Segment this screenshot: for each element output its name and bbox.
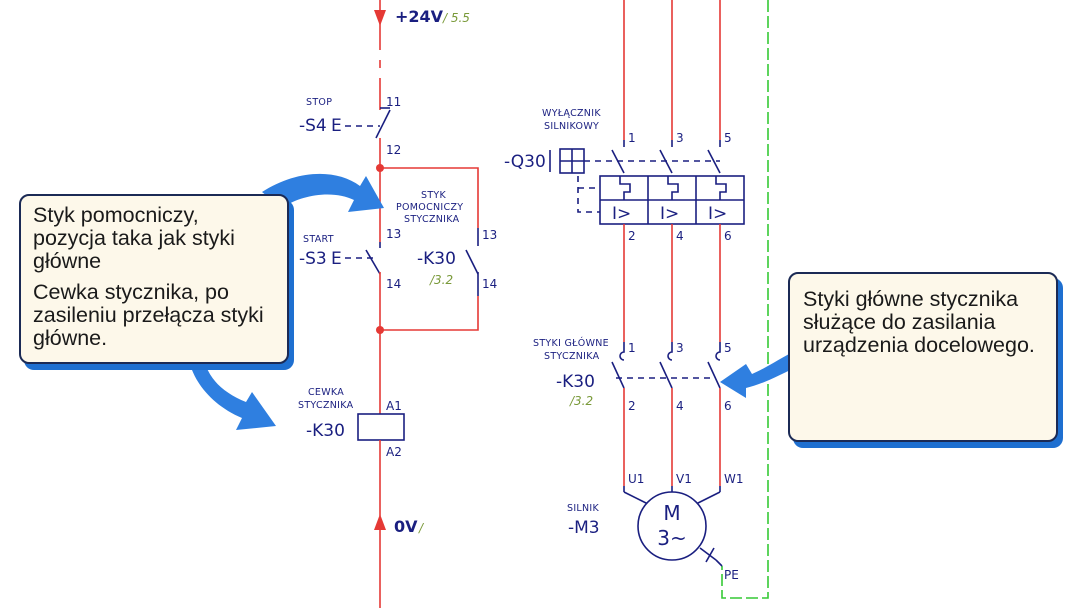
coil-symbol <box>357 413 405 441</box>
aux-tag: -K30 <box>417 249 456 269</box>
arrow-to-main-contacts <box>720 350 806 398</box>
annotation-arrows <box>192 173 806 430</box>
breaker-pin-6: 6 <box>724 229 732 243</box>
supply-bottom-label: 0V <box>394 517 418 536</box>
main-pin-4: 4 <box>676 399 684 413</box>
arrow-to-coil <box>192 366 276 430</box>
stop-tag: -S4 <box>299 116 327 136</box>
breaker-caption-2: SILNIKOWY <box>544 121 599 132</box>
breaker-pin-4: 4 <box>676 229 684 243</box>
arrow-to-aux-contact <box>262 173 384 212</box>
breaker-pin-5: 5 <box>724 131 732 145</box>
motor-symbol <box>637 491 707 561</box>
trip-label-1: I> <box>612 204 631 224</box>
motor-terminal-u1: U1 <box>628 472 644 486</box>
breaker-caption-1: WYŁĄCZNIK <box>542 108 601 119</box>
motor-symbol-m: M <box>663 501 680 525</box>
stop-pin-top: 11 <box>386 95 401 109</box>
supply-top-label: +24V <box>395 7 444 26</box>
pe-wire <box>721 0 769 599</box>
breaker-pin-1: 1 <box>628 131 636 145</box>
stop-contact: STOP -S4 E 11 12 <box>299 95 401 168</box>
aux-caption-2: POMOCNICZY <box>396 202 463 213</box>
start-pin-top: 13 <box>386 227 401 241</box>
callout-right-text: Styki główne stycznika służące do zasila… <box>803 287 1035 357</box>
stop-caption: STOP <box>306 97 332 108</box>
start-contact: START -S3 E 13 14 <box>299 168 401 330</box>
coil-pin-top: A1 <box>386 399 402 413</box>
supply-top-ref: / 5.5 <box>442 11 470 25</box>
motor: SILNIK -M3 U1 V1 W1 M 3~ PE <box>567 472 744 582</box>
motor-caption: SILNIK <box>567 503 600 514</box>
callout-right: Styki główne stycznika służące do zasila… <box>788 272 1058 442</box>
breaker-tag: -Q30 <box>504 152 546 172</box>
motor-symbol-phase: 3~ <box>657 526 686 550</box>
main-pin-6: 6 <box>724 399 732 413</box>
start-pin-bottom: 14 <box>386 277 401 291</box>
aux-pin-bottom: 14 <box>482 277 497 291</box>
main-caption-1: STYKI GŁÓWNE <box>533 337 609 349</box>
coil-caption-1: CEWKA <box>308 387 344 398</box>
start-caption: START <box>303 234 334 245</box>
aux-contact: STYK POMOCNICZY STYCZNIKA -K30 /3.2 13 1… <box>396 190 497 296</box>
main-pin-3: 3 <box>676 341 684 355</box>
callout-left-text-aux: Styk pomocniczy, pozycja taka jak styki … <box>33 203 235 273</box>
coil-caption-2: STYCZNIKA <box>298 400 354 411</box>
main-pin-1: 1 <box>628 341 636 355</box>
aux-caption-1: STYK <box>421 190 447 201</box>
motor-terminal-v1: V1 <box>676 472 692 486</box>
control-circuit: +24V / 5.5 STOP -S4 E 11 12 START -S3 <box>298 0 497 608</box>
start-tag: -S3 <box>299 249 327 269</box>
trip-label-2: I> <box>660 204 679 224</box>
main-pin-5: 5 <box>724 341 732 355</box>
main-ref: /3.2 <box>569 394 593 408</box>
callout-left-text-coil: Cewka stycznika, po zasileniu przełącza … <box>33 280 264 350</box>
power-circuit: WYŁĄCZNIK SILNIKOWY -Q30 1 3 5 <box>504 0 769 599</box>
breaker-pin-2: 2 <box>628 229 636 243</box>
stop-e: E <box>331 116 342 136</box>
main-pin-2: 2 <box>628 399 636 413</box>
breaker-pin-3: 3 <box>676 131 684 145</box>
supply-bottom-ref: / <box>418 521 425 535</box>
coil-tag: -K30 <box>306 421 345 441</box>
callout-left: Styk pomocniczy, pozycja taka jak styki … <box>19 194 289 364</box>
aux-ref: /3.2 <box>429 273 453 287</box>
aux-pin-top: 13 <box>482 228 497 242</box>
motor-tag: -M3 <box>568 518 600 538</box>
coil: CEWKA STYCZNIKA -K30 A1 A2 <box>298 330 405 516</box>
motor-breaker: WYŁĄCZNIK SILNIKOWY -Q30 1 3 5 <box>504 108 745 243</box>
coil-pin-bottom: A2 <box>386 445 402 459</box>
main-tag: -K30 <box>556 372 595 392</box>
supply-bottom-arrow <box>374 514 386 530</box>
main-contacts: STYKI GŁÓWNE STYCZNIKA -K30 /3.2 1 3 5 2… <box>533 337 732 413</box>
start-e: E <box>331 249 342 269</box>
motor-terminal-w1: W1 <box>724 472 744 486</box>
trip-label-3: I> <box>708 204 727 224</box>
motor-pe: PE <box>724 568 739 582</box>
stop-pin-bottom: 12 <box>386 143 401 157</box>
main-caption-2: STYCZNIKA <box>544 351 600 362</box>
aux-caption-3: STYCZNIKA <box>404 214 460 225</box>
